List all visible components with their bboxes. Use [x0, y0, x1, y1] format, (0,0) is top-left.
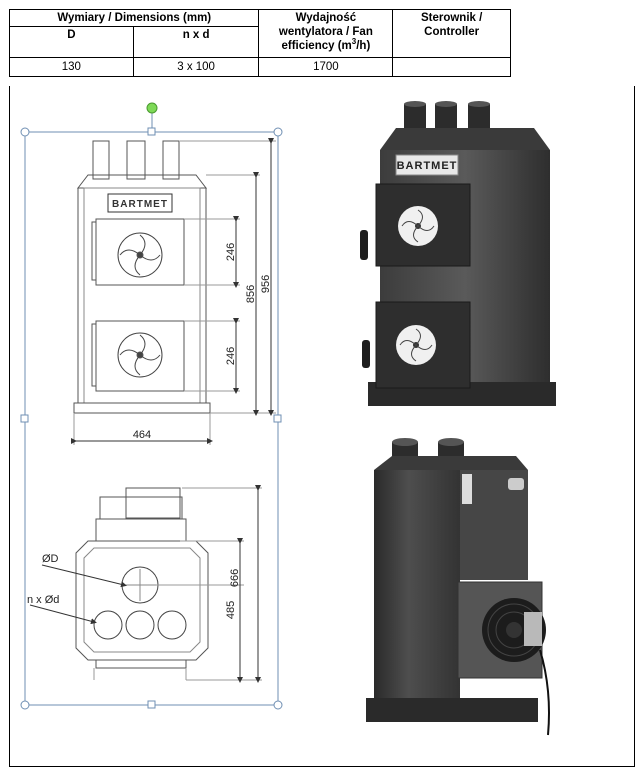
dim-246-bottom: 246 — [225, 347, 237, 365]
controller-header: Sterownik / Controller — [392, 9, 511, 58]
drawing-frame — [9, 86, 635, 767]
dim-464: 464 — [133, 429, 151, 441]
nxd-header: n x d — [132, 26, 260, 58]
fan-header-line1: Wydajność — [295, 12, 357, 24]
controller-header-line1: Sterownik / — [420, 12, 483, 24]
label-diameter: ØD — [42, 553, 59, 565]
spec-table: Wymiary / Dimensions (mm) Wydajność went… — [8, 9, 511, 77]
fan-efficiency-header: Wydajność wentylatora / Fan efficiency (… — [258, 9, 394, 58]
dim-856: 856 — [245, 285, 257, 303]
fan-header-line3: efficiency (m — [281, 40, 352, 52]
controller-value — [392, 57, 511, 77]
drawing-logo: BARTMET — [112, 199, 168, 210]
fan-efficiency-value: 1700 — [258, 57, 394, 77]
selection-handles[interactable] — [20, 127, 283, 710]
fan-header-line3-end: /h) — [356, 40, 371, 52]
dim-666: 666 — [229, 569, 241, 587]
photo-logo: BARTMET — [397, 160, 458, 172]
fan-header-sup: 3 — [351, 37, 357, 47]
front-view — [71, 138, 276, 445]
nxd-value: 3 x 100 — [132, 57, 260, 77]
heater-rear-photo — [366, 438, 550, 736]
controller-header-line2: Controller — [424, 26, 480, 38]
rotate-handle[interactable] — [146, 102, 158, 114]
diameter-value: 130 — [9, 57, 134, 77]
dim-246-top: 246 — [225, 243, 237, 261]
label-nxd: n x Ød — [27, 594, 59, 606]
top-view — [29, 485, 262, 683]
dim-956: 956 — [260, 275, 272, 293]
heater-front-photo — [360, 101, 556, 406]
fan-header-line2: wentylatora / Fan — [278, 26, 373, 38]
dim-485: 485 — [225, 601, 237, 619]
